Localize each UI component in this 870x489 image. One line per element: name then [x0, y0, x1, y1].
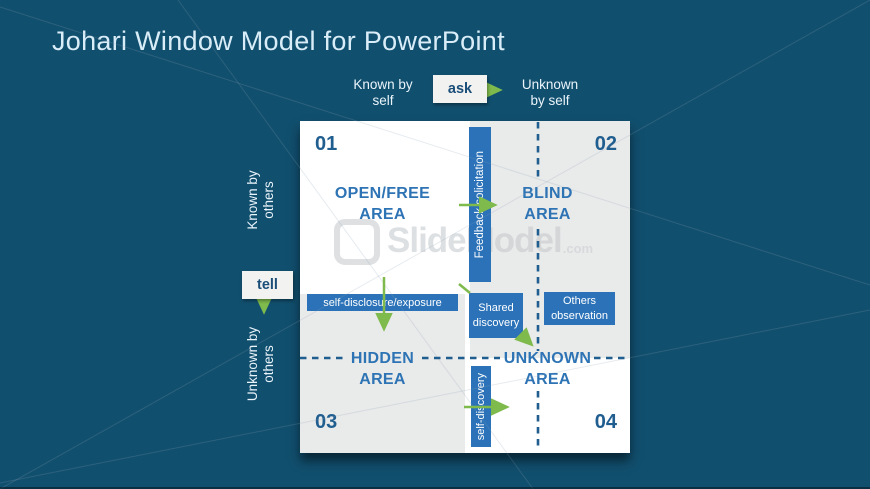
axis-unknown-by-self-line2: by self — [530, 92, 570, 108]
quadrant-blind-number: 02 — [594, 133, 617, 155]
axis-unknown-by-others: Unknown by others — [239, 309, 283, 419]
slidemodel-watermark: SlideModel .com — [334, 219, 593, 265]
quadrant-hidden-title: HIDDEN AREA — [300, 348, 465, 390]
quadrant-blind-title-line1: BLIND — [522, 185, 573, 202]
shared-discovery-label: Shared discovery — [473, 301, 519, 330]
quadrant-unknown-title-line1: UNKNOWN — [503, 350, 592, 367]
axis-known-by-others: Known by others — [239, 145, 283, 255]
others-observation-label: Others observation — [551, 294, 608, 323]
quadrant-hidden-number: 03 — [315, 411, 338, 433]
quadrant-open-title: OPEN/FREE AREA — [300, 183, 465, 225]
axis-known-by-others-line2: others — [261, 181, 276, 219]
axis-unknown-by-others-line1: Unknown by — [245, 326, 261, 402]
others-observation-line1: Others — [562, 295, 596, 308]
tell-button[interactable]: tell — [242, 271, 293, 299]
axis-unknown-by-self: Unknown by self — [509, 77, 591, 109]
watermark-suffix: .com — [562, 241, 594, 256]
quadrant-open-title-line1: OPEN/FREE — [334, 185, 431, 202]
axis-known-by-others-line1: Known by — [245, 170, 261, 230]
shared-discovery-line2: discovery — [472, 316, 520, 329]
axis-unknown-by-others-line2: others — [261, 345, 276, 383]
quadrant-unknown-title: UNKNOWN AREA — [465, 348, 630, 390]
quadrant-open-title-line2: AREA — [359, 206, 406, 223]
quadrant-blind-title: BLIND AREA — [465, 183, 630, 225]
johari-window-grid: SlideModel .com 01 02 03 04 OPEN/FREE AR… — [300, 121, 630, 453]
shared-discovery-box: Shared discovery — [469, 293, 523, 338]
axis-unknown-by-self-line1: Unknown — [521, 77, 579, 92]
axis-known-by-self-line2: self — [372, 92, 394, 108]
quadrant-hidden-title-line1: HIDDEN — [350, 350, 415, 367]
quadrant-unknown-title-line2: AREA — [524, 371, 571, 388]
others-observation-box: Others observation — [544, 292, 615, 325]
slide-bottom-edge — [0, 487, 870, 489]
feedback-solicitation-bar: Feedback solicitation — [469, 127, 491, 282]
self-discovery-label: self-discovery — [475, 372, 487, 441]
axis-known-by-self: Known by self — [342, 77, 424, 109]
others-observation-line2: observation — [551, 309, 608, 322]
self-disclosure-bar: self-disclosure/exposure — [307, 294, 458, 311]
self-discovery-bar: self-discovery — [471, 366, 491, 447]
feedback-solicitation-label: Feedback solicitation — [474, 150, 486, 259]
quadrant-open-number: 01 — [315, 133, 338, 155]
slidemodel-logo-icon — [334, 219, 380, 265]
quadrant-blind-title-line2: AREA — [524, 206, 571, 223]
slide-title: Johari Window Model for PowerPoint — [52, 26, 505, 56]
ask-button[interactable]: ask — [433, 75, 487, 103]
quadrant-hidden-title-line2: AREA — [359, 371, 406, 388]
axis-known-by-self-line1: Known by — [353, 77, 413, 92]
shared-discovery-line1: Shared — [478, 302, 514, 315]
quadrant-unknown-number: 04 — [594, 411, 617, 433]
